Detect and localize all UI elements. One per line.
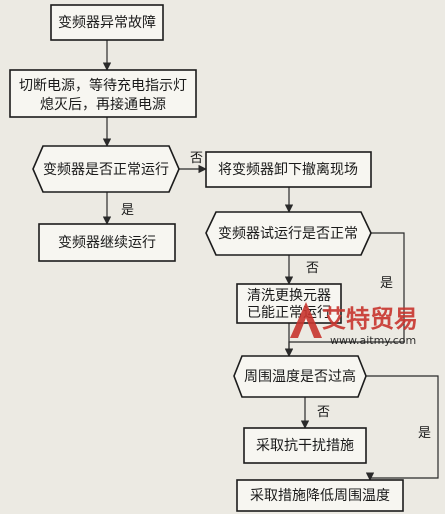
node-remove: 将变频器卸下撤离现场 — [205, 151, 372, 188]
edge-temp-to-cool — [365, 375, 439, 481]
node-continue-run-label: 变频器继续运行 — [58, 234, 156, 251]
watermark: 艾特贸易 www.aitmy.com — [290, 302, 418, 347]
node-power-cut-label-1: 切断电源，等待充电指示灯 — [19, 77, 187, 94]
node-anti-interference-label: 采取抗干扰措施 — [256, 438, 354, 454]
decision-check-normal: 变频器是否正常运行 — [32, 145, 180, 193]
node-fault: 变频器异常故障 — [50, 4, 164, 41]
decision-temp: 周围温度是否过高 — [233, 355, 367, 398]
edge-label-test-no: 否 — [306, 261, 319, 276]
node-power-cut: 切断电源，等待充电指示灯 熄灭后，再接通电源 — [9, 69, 197, 118]
decision-test-run: 变频器试运行是否正常 — [205, 211, 372, 256]
decision-temp-label: 周围温度是否过高 — [244, 368, 356, 385]
node-power-cut-label-2: 熄灭后，再接通电源 — [40, 96, 166, 113]
watermark-logo-text: 艾特贸易 — [322, 305, 418, 333]
node-continue-run: 变频器继续运行 — [38, 223, 176, 262]
node-remove-label: 将变频器卸下撤离现场 — [218, 161, 358, 178]
decision-test-run-label: 变频器试运行是否正常 — [218, 226, 358, 242]
node-fault-label: 变频器异常故障 — [58, 15, 156, 31]
node-cool-down: 采取措施降低周围温度 — [236, 479, 404, 512]
node-anti-interference: 采取抗干扰措施 — [243, 427, 367, 464]
edge-label-temp-yes: 是 — [418, 426, 431, 441]
edges — [102, 40, 439, 481]
node-clean: 清洗更换元器 已能正常运行 — [236, 283, 342, 324]
node-cool-down-label: 采取措施降低周围温度 — [250, 488, 390, 504]
node-clean-label-2: 已能正常运行 — [247, 305, 331, 321]
edge-label-test-yes: 是 — [380, 276, 393, 291]
edge-label-check-no: 否 — [190, 151, 203, 166]
edge-test-to-temp — [284, 232, 405, 357]
node-clean-label-1: 清洗更换元器 — [247, 287, 331, 304]
watermark-url: www.aitmy.com — [330, 334, 416, 347]
decision-check-normal-label: 变频器是否正常运行 — [43, 162, 169, 178]
edge-label-temp-no: 否 — [317, 405, 330, 420]
edge-label-check-yes: 是 — [121, 203, 134, 218]
watermark-logo-icon — [290, 302, 322, 338]
